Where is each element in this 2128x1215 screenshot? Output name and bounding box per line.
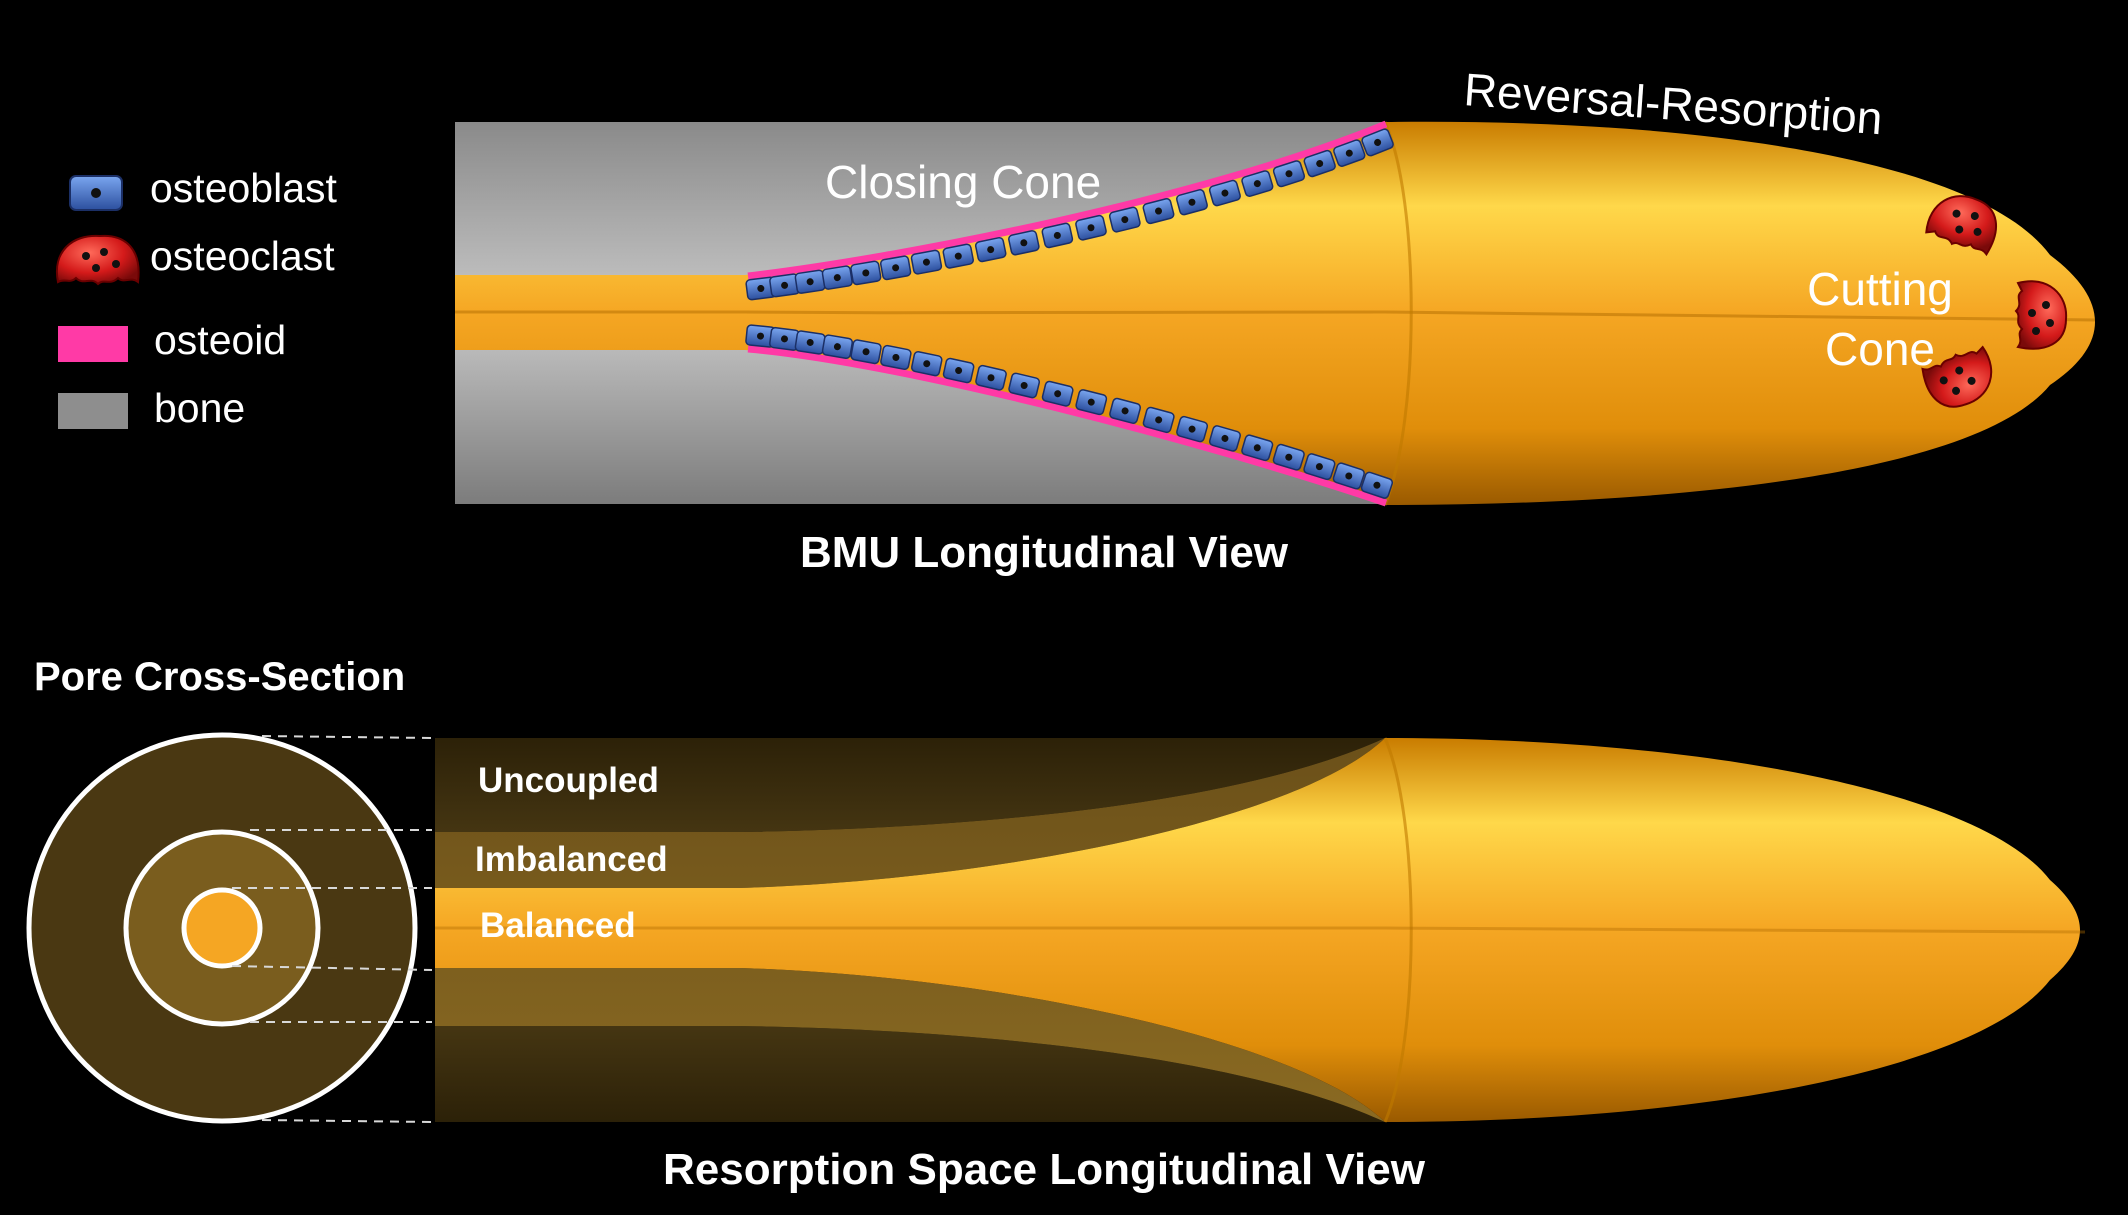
cutting-cone-label-line1: Cutting <box>1807 263 1953 315</box>
osteoblast-cell <box>769 326 800 351</box>
osteoblast-cell <box>1303 453 1336 481</box>
pore-cross-section: Pore Cross-Section <box>26 655 433 1124</box>
osteoid-lower <box>747 345 1388 507</box>
osteoblast-cell <box>975 364 1007 391</box>
cutting-cone-label-line2: Cone <box>1825 323 1935 375</box>
bone-swatch <box>58 393 128 429</box>
osteoblast-cell <box>1361 128 1394 157</box>
projection-guides <box>231 735 433 1123</box>
closing-cone-label: Closing Cone <box>825 156 1101 208</box>
osteoblast-cell <box>821 334 854 360</box>
osteoblast-cell <box>942 357 975 384</box>
resorption-space-view: Uncoupled Imbalanced Balanced Resorption… <box>435 737 2086 1194</box>
osteoblast-cell <box>879 255 912 281</box>
legend-label-bone: bone <box>154 385 245 431</box>
osteoblast-row-upper <box>745 128 1394 301</box>
osteoblast-cell <box>1272 160 1306 188</box>
osteoblast-cell <box>1041 380 1074 407</box>
osteoblast-cell <box>1272 443 1305 471</box>
balanced-pore <box>181 887 263 969</box>
osteoblast-cell <box>1041 222 1074 249</box>
osteoid-swatch <box>58 326 128 362</box>
osteoblast-cell <box>1108 206 1141 233</box>
osteoblast-cell <box>1303 149 1336 178</box>
osteoblast-cell <box>1142 406 1175 434</box>
legend-label-osteoclast: osteoclast <box>150 233 335 279</box>
osteoblast-cell <box>1008 372 1041 399</box>
osteoblast-cell <box>1075 214 1107 241</box>
legend: osteoblast osteoclast osteoid bone <box>55 165 338 431</box>
osteoblast-cell <box>1332 462 1365 490</box>
osteoblast-cell <box>794 330 826 355</box>
osteoblast-cell <box>1208 425 1241 452</box>
osteoblast-cell <box>880 344 912 371</box>
osteoblast-cell <box>1208 179 1241 207</box>
legend-label-osteoid: osteoid <box>154 317 286 363</box>
resorption-view-title: Resorption Space Longitudinal View <box>663 1145 1426 1194</box>
cross-section-title: Pore Cross-Section <box>34 655 405 699</box>
osteoclast-cell <box>1921 345 1993 408</box>
osteoblast-cell <box>1333 139 1366 167</box>
osteoblast-cell <box>1142 197 1175 225</box>
bmu-longitudinal-view: Closing Cone Reversal-Resorption Cutting… <box>455 63 2096 577</box>
osteoblast-cell <box>1360 471 1394 499</box>
osteoclast-cell <box>2014 280 2068 350</box>
osteoblast-row-lower <box>745 324 1394 499</box>
osteoblast-cell <box>1241 170 1274 197</box>
osteoclast-icon <box>55 234 140 286</box>
uncoupled-label: Uncoupled <box>478 761 659 800</box>
osteoblast-cell <box>942 243 974 269</box>
bmu-view-title: BMU Longitudinal View <box>800 528 1289 577</box>
osteoblast-cell <box>794 269 826 294</box>
osteoblast-cell <box>769 273 801 298</box>
osteoblast-cell <box>974 236 1007 263</box>
imbalanced-label: Imbalanced <box>475 840 668 879</box>
osteoblast-cell <box>910 351 943 377</box>
osteoclast-cell <box>1925 195 1997 257</box>
osteoid-upper <box>747 120 1388 280</box>
osteoblast-cell <box>850 260 882 286</box>
osteoblast-icon <box>69 175 123 211</box>
osteoblast-cell <box>1241 434 1274 462</box>
osteoblast-cell <box>821 265 853 290</box>
legend-label-osteoblast: osteoblast <box>150 165 338 211</box>
osteoblast-cell <box>1175 189 1208 216</box>
osteoblast-cell <box>850 339 882 365</box>
osteoblast-cell <box>910 249 943 275</box>
balanced-label: Balanced <box>480 906 636 945</box>
osteoblast-cell <box>1176 415 1209 443</box>
imbalanced-region <box>435 738 1385 1122</box>
resorption-canal <box>435 738 2080 1122</box>
osteoblast-cell <box>1109 397 1142 424</box>
osteoblast-cell <box>1008 230 1040 256</box>
osteoblast-cell <box>1075 389 1108 416</box>
